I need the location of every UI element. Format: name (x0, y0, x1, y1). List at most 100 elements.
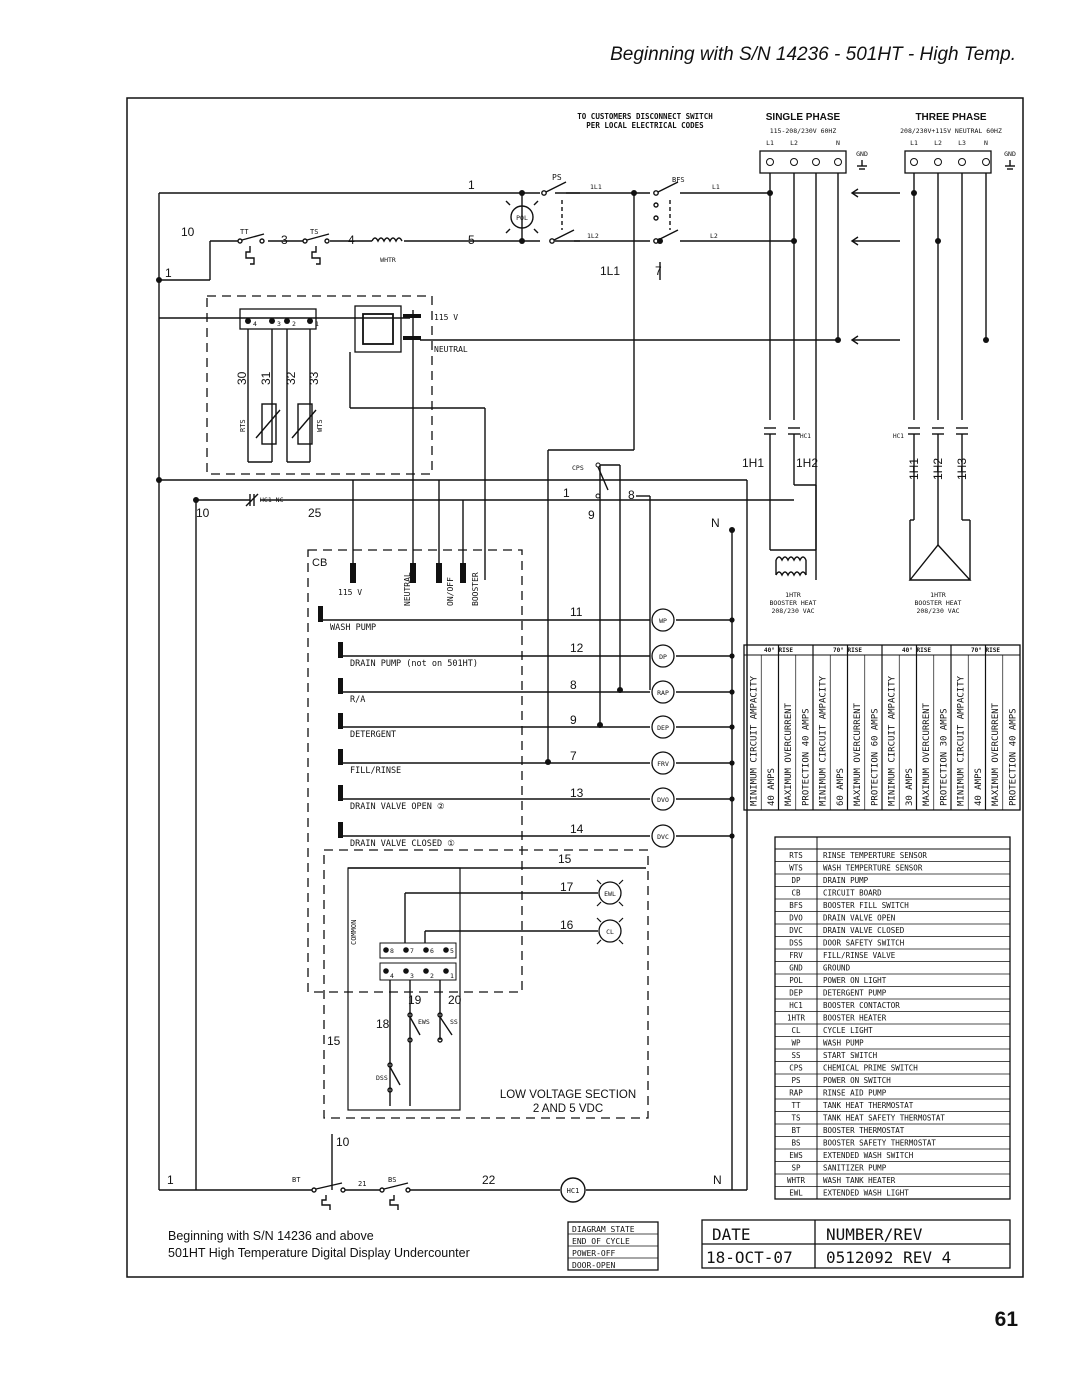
wire-20: 20 (448, 993, 462, 1007)
legend-abbrev: EWL (789, 1189, 803, 1198)
tank-safety-thermostat-ts-icon (302, 233, 330, 265)
lv-label-2: 2 AND 5 VDC (533, 1103, 603, 1115)
light-ray (596, 917, 602, 923)
board-output-label: WASH PUMP (330, 623, 376, 633)
wire-5: 5 (468, 233, 475, 247)
output-wire-number: 11 (570, 605, 583, 619)
amp-table-cell: PROTECTION 40 AMPS (1008, 708, 1018, 806)
legend-description: CHEMICAL PRIME SWITCH (823, 1064, 918, 1073)
load-component-label: RAP (657, 689, 669, 697)
wire-21: 21 (358, 1180, 366, 1188)
output-wire-number: 8 (570, 678, 577, 692)
legend-description: FILL/RINSE VALVE (823, 951, 896, 960)
board-output-pin (318, 606, 323, 622)
legend-description: BOOSTER SAFETY THERMOSTAT (823, 1139, 936, 1148)
legend-abbrev: GND (789, 964, 803, 973)
wire-10b: 10 (196, 506, 210, 520)
wire-31: 31 (259, 371, 273, 385)
lv-terminal-number: 7 (410, 947, 414, 955)
legend-description: TANK HEAT SAFETY THERMOSTAT (823, 1114, 945, 1123)
three-phase-sub: 208/230V+115V NEUTRAL 60HZ (900, 127, 1002, 135)
ss-label: SS (450, 1018, 458, 1026)
legend-description: DRAIN VALVE CLOSED (823, 926, 905, 935)
load-component-label: DP (659, 653, 667, 661)
legend-abbrev: DEP (789, 989, 803, 998)
footer-line-1: Beginning with S/N 14236 and above (168, 1229, 374, 1243)
sensor-terminal-number: 1 (315, 320, 319, 328)
terminal-screw (812, 158, 820, 166)
legend-abbrev: TT (791, 1101, 801, 1110)
wire-8: 8 (628, 488, 635, 502)
legend-description: CIRCUIT BOARD (823, 889, 882, 898)
sensor-terminal-pin (269, 318, 275, 324)
wire-18: 18 (376, 1017, 390, 1031)
sensor-terminal-number: 3 (277, 320, 281, 328)
sensor-box (206, 295, 433, 475)
lv-wiring (348, 867, 646, 1106)
terminal-screw (790, 158, 798, 166)
wire-1: 1 (468, 178, 475, 192)
legend-description: RINSE TEMPERTURE SENSOR (823, 851, 927, 860)
light-ray (618, 901, 624, 907)
wire-4: 4 (348, 233, 355, 247)
hc1-contact-icon (245, 493, 259, 507)
load-component-label: DVC (657, 833, 669, 841)
legend-abbrev: CL (791, 1026, 801, 1035)
lv-terminal-number: 3 (410, 972, 414, 980)
amp-table-cell: 40 AMPS (767, 768, 777, 806)
amp-table-cell: 40 AMPS (974, 768, 984, 806)
load-component-icon (651, 608, 675, 632)
legend-abbrev: POL (789, 976, 803, 985)
one-h3-label-3: 1H3 (955, 458, 969, 480)
amp-table-cell: MAXIMUM OVERCURRENT (991, 702, 1001, 806)
terminal-screw (934, 158, 942, 166)
dss-label: DSS (376, 1074, 388, 1082)
lv-terminal-pin (443, 968, 449, 974)
junction-dot (729, 760, 735, 766)
cb-label: CB (312, 557, 327, 569)
legend-description: TANK HEAT THERMOSTAT (823, 1101, 914, 1110)
date-label: DATE (712, 1225, 751, 1244)
capacitor-plates (403, 314, 421, 340)
wire-1c: 1 (563, 486, 570, 500)
amp-table-cell: MAXIMUM OVERCURRENT (922, 702, 932, 806)
one-h1-label-3: 1H1 (907, 458, 921, 480)
wire-19: 19 (408, 993, 422, 1007)
load-component-icon (651, 787, 675, 811)
amp-table-cell: 60 AMPS (836, 768, 846, 806)
display-screen (362, 313, 394, 345)
hc1-label-three: HC1 (893, 433, 904, 440)
sensor-terminal-pin (284, 318, 290, 324)
legend-description: DETERGENT PUMP (823, 989, 887, 998)
page-header-title: Beginning with S/N 14236 - 501HT - High … (610, 44, 1016, 65)
power-wiring (158, 192, 838, 1191)
wire-10: 10 (181, 225, 195, 239)
output-wire-number: 13 (570, 786, 584, 800)
cb-115v: 115 V (338, 588, 362, 597)
pol-label: POL (516, 214, 528, 222)
legend-abbrev: WP (791, 1039, 801, 1048)
legend-abbrev: PS (791, 1076, 801, 1085)
one-h2-label-3: 1H2 (931, 458, 945, 480)
booster-contactor-three (908, 427, 972, 581)
junction-dots (156, 190, 989, 765)
light-ray (596, 939, 602, 945)
lv-terminal-number: 4 (390, 972, 394, 980)
legend-abbrev: TS (791, 1114, 801, 1123)
wire-1d: 1 (167, 1173, 174, 1187)
wash-tank-heater-icon (371, 237, 403, 243)
cb-booster: BOOSTER (471, 572, 480, 606)
junction-dot (729, 653, 735, 659)
lv-terminal-top (379, 942, 457, 959)
board-output-label: DRAIN VALVE OPEN ② (350, 802, 445, 812)
power-switch-ps (541, 181, 580, 244)
lv-terminal-pin (443, 947, 449, 953)
page-number: 61 (994, 1308, 1018, 1331)
cb-onoff: ON/OFF (446, 577, 455, 606)
lv-label-1: LOW VOLTAGE SECTION (500, 1089, 636, 1101)
junction-dot (729, 724, 735, 730)
wire-3: 3 (281, 233, 288, 247)
wire-16: 16 (560, 918, 574, 932)
terminal-screw (766, 158, 774, 166)
legend-abbrev: 1HTR (787, 1014, 806, 1023)
